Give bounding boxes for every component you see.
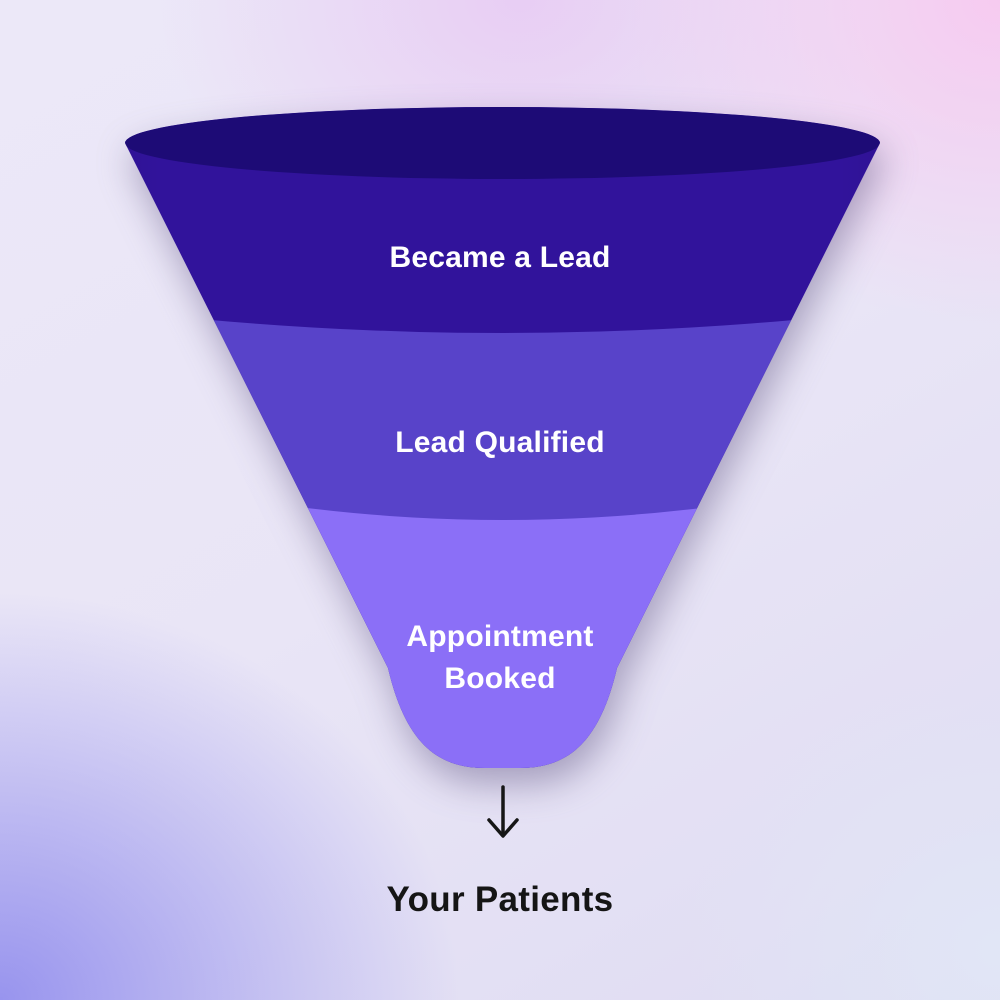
result-label: Your Patients (386, 880, 614, 919)
funnel-rim (125, 107, 880, 179)
stage-label-appointment-booked: Appointment Booked (406, 620, 594, 695)
down-arrow-icon (487, 785, 519, 838)
stage-label-became-a-lead: Became a Lead (389, 241, 611, 274)
stage-label-lead-qualified: Lead Qualified (395, 426, 605, 459)
